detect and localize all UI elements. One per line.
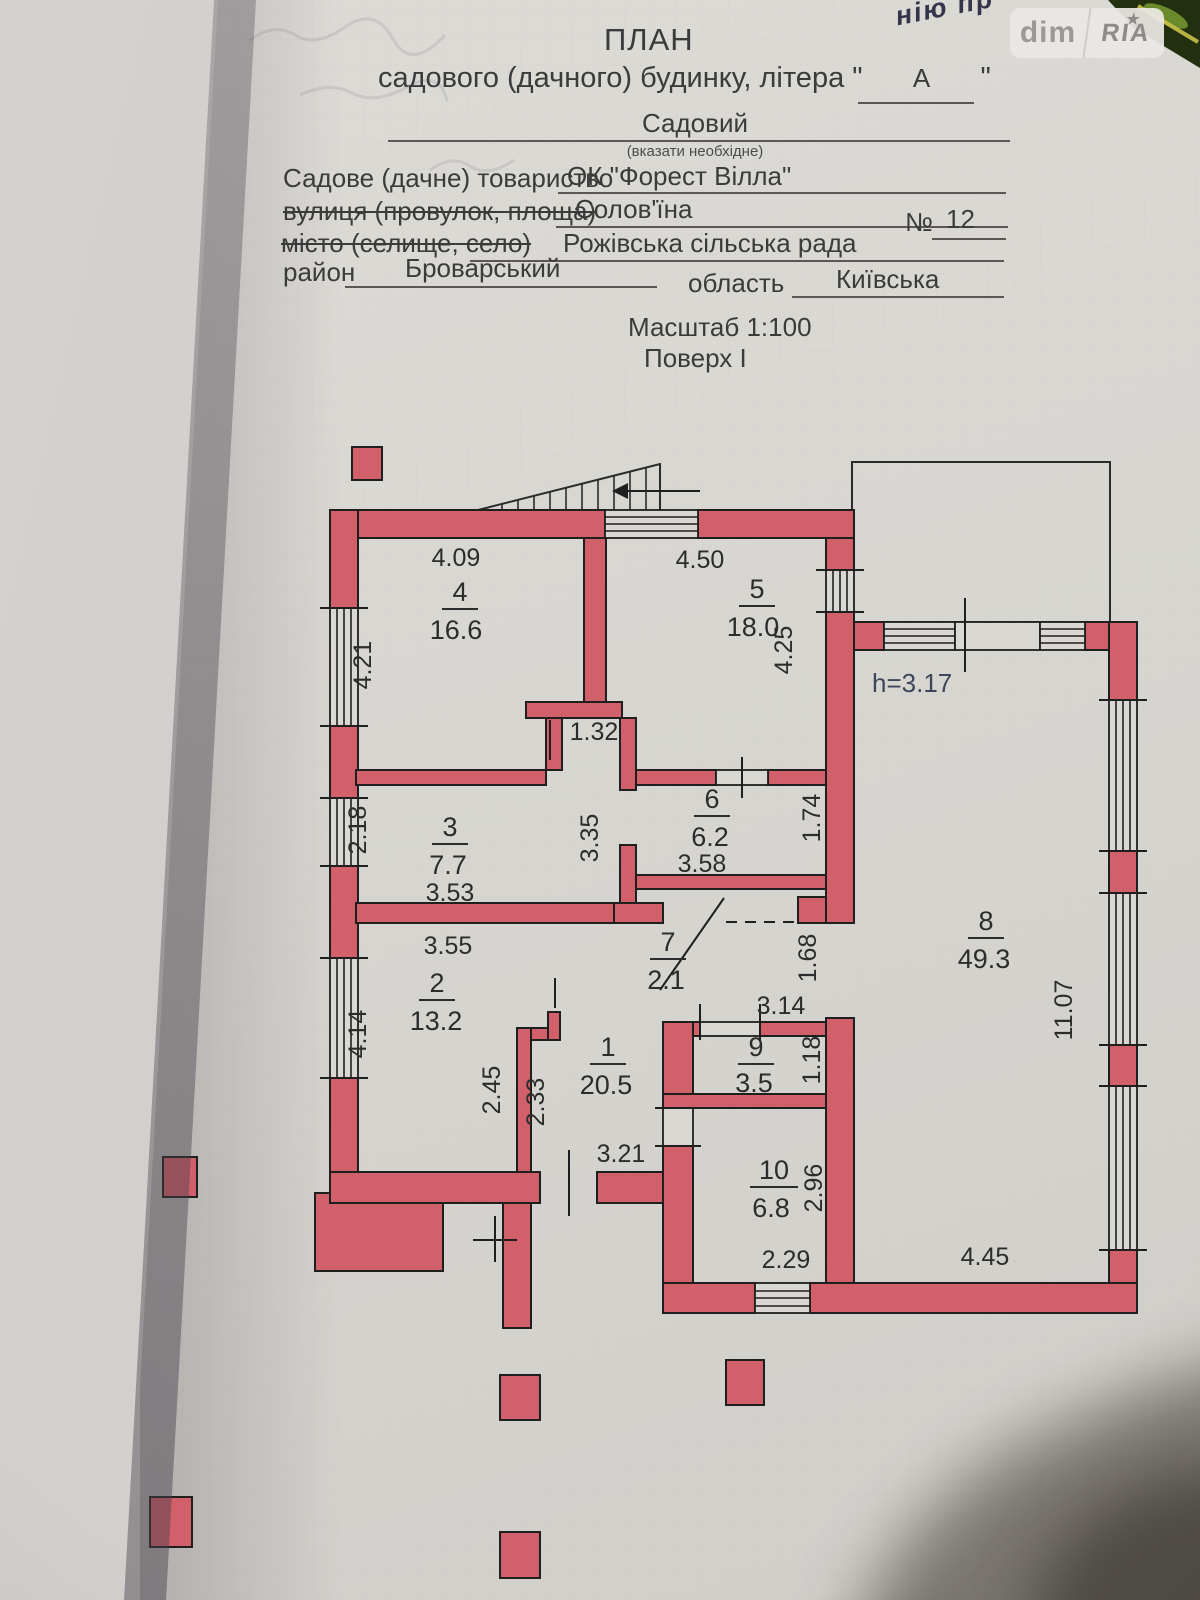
room-number: 8 <box>978 906 993 936</box>
room-area: 6.8 <box>752 1193 790 1223</box>
slope-line <box>659 897 725 991</box>
watermark-dim: dim <box>1019 16 1077 49</box>
number-label: № <box>905 207 933 237</box>
dim-label: 2.33 <box>522 1078 550 1127</box>
page-title: ПЛАН <box>604 22 694 57</box>
dimension-ticks <box>473 720 637 1262</box>
dim-label: 4.21 <box>349 641 377 690</box>
walls <box>149 446 1138 1579</box>
page-subtitle: садового (дачного) будинку, літера " А " <box>378 62 991 95</box>
porch-column <box>149 1496 193 1548</box>
room-number: 10 <box>759 1155 789 1185</box>
city-underline <box>470 260 1004 262</box>
scale-note: Масштаб 1:100 <box>628 312 812 342</box>
room-number: 2 <box>429 968 444 998</box>
street-value: Солов'їна <box>575 194 693 224</box>
room-area: 2.1 <box>647 965 685 995</box>
region-underline <box>792 296 1004 298</box>
dim-label: 4.09 <box>432 544 481 572</box>
society-value: ОК "Форест Вілла" <box>567 161 792 191</box>
porch-column <box>499 1531 541 1579</box>
room-number: 6 <box>704 784 719 814</box>
window-symbols <box>320 509 1147 1314</box>
dim-label: 2.18 <box>344 806 372 855</box>
room-area: 13.2 <box>410 1006 463 1036</box>
city-value: Рожівська сільська рада <box>563 228 857 258</box>
dim-label: 3.14 <box>757 992 806 1020</box>
dim-label: 3.55 <box>424 932 473 960</box>
door-opening <box>662 1107 694 1147</box>
porch-column <box>499 1374 541 1421</box>
dim-label: 3.58 <box>678 850 727 878</box>
room-area: 49.3 <box>958 944 1011 974</box>
city-label: місто (селище, село) <box>281 228 532 258</box>
room-area: 7.7 <box>429 850 467 880</box>
dim-label: 4.25 <box>770 626 798 675</box>
subtitle-suffix: " <box>980 62 991 94</box>
number-underline <box>932 238 1006 240</box>
ria-star-icon: ★ <box>1125 11 1144 28</box>
room-number: 7 <box>660 927 675 957</box>
room-area: 20.5 <box>580 1070 633 1100</box>
building-type-hint: (вказати необхідне) <box>626 143 764 160</box>
dim-label: 3.53 <box>426 879 475 907</box>
street-label: вулиця (провулок, площа) <box>283 196 597 226</box>
arrow-head-icon <box>612 483 628 499</box>
dim-label: 1.68 <box>794 934 822 983</box>
floor-note: Поверх I <box>644 343 747 373</box>
room-area: 6.2 <box>691 822 729 852</box>
room-number: 1 <box>600 1032 615 1062</box>
dim-label: 4.45 <box>961 1243 1010 1271</box>
letter-value: А <box>912 63 931 93</box>
room-area: 16.6 <box>430 615 483 645</box>
room-number: 3 <box>442 812 457 842</box>
room-area: 3.5 <box>735 1068 773 1098</box>
dim-label: 1.74 <box>798 794 826 843</box>
dim-label: 4.50 <box>676 546 725 574</box>
district-underline <box>345 286 657 288</box>
room-area: 18.0 <box>727 612 780 642</box>
dim-label: 2.45 <box>478 1066 506 1115</box>
watermark-ria: ★ RIA <box>1082 8 1164 58</box>
ceiling-height-note: h=3.17 <box>872 668 952 698</box>
room-number: 5 <box>749 574 764 604</box>
society-underline <box>558 192 1006 194</box>
dimension-labels: 4.09 4.50 4.21 4.25 1.32 3.35 2.18 3.53 … <box>344 544 1078 1274</box>
watermark-badge: dim ★ RIA <box>1010 8 1164 58</box>
dim-label: 1.32 <box>570 718 619 746</box>
dim-label: 2.29 <box>762 1246 811 1274</box>
number-value: 12 <box>946 204 975 234</box>
subtitle-prefix: садового (дачного) будинку, літера " <box>378 62 863 94</box>
dim-label: 2.96 <box>800 1164 828 1213</box>
handwriting-bleed <box>249 17 515 173</box>
region-value: Київська <box>836 264 940 294</box>
dim-label: 11.07 <box>1050 980 1078 1041</box>
porch-column <box>162 1156 198 1198</box>
street-underline <box>556 226 1008 228</box>
letter-underline <box>858 102 974 104</box>
dim-label: 3.35 <box>576 814 604 863</box>
porch-wall-stub <box>502 1202 532 1329</box>
dim-label: 3.21 <box>597 1140 646 1168</box>
dim-label: 1.18 <box>798 1036 826 1085</box>
stair-ramp <box>469 462 700 513</box>
building-type-value: Садовий <box>641 108 749 138</box>
district-label: район <box>283 257 356 287</box>
room-labels: 4 16.6 5 18.0 3 7.7 6 6.2 2 13.2 7 2.1 1… <box>410 574 1011 1223</box>
type-underline <box>388 140 1010 142</box>
region-label: область <box>688 268 785 298</box>
room-number: 4 <box>452 577 467 607</box>
porch-column <box>725 1359 765 1406</box>
terrace-outline <box>851 461 1111 623</box>
district-value: Броварський <box>405 253 561 283</box>
dim-label: 4.14 <box>344 1010 372 1059</box>
room-number: 9 <box>748 1032 763 1062</box>
society-label: Садове (дачне) товариство <box>283 163 614 193</box>
porch-column <box>351 446 383 481</box>
